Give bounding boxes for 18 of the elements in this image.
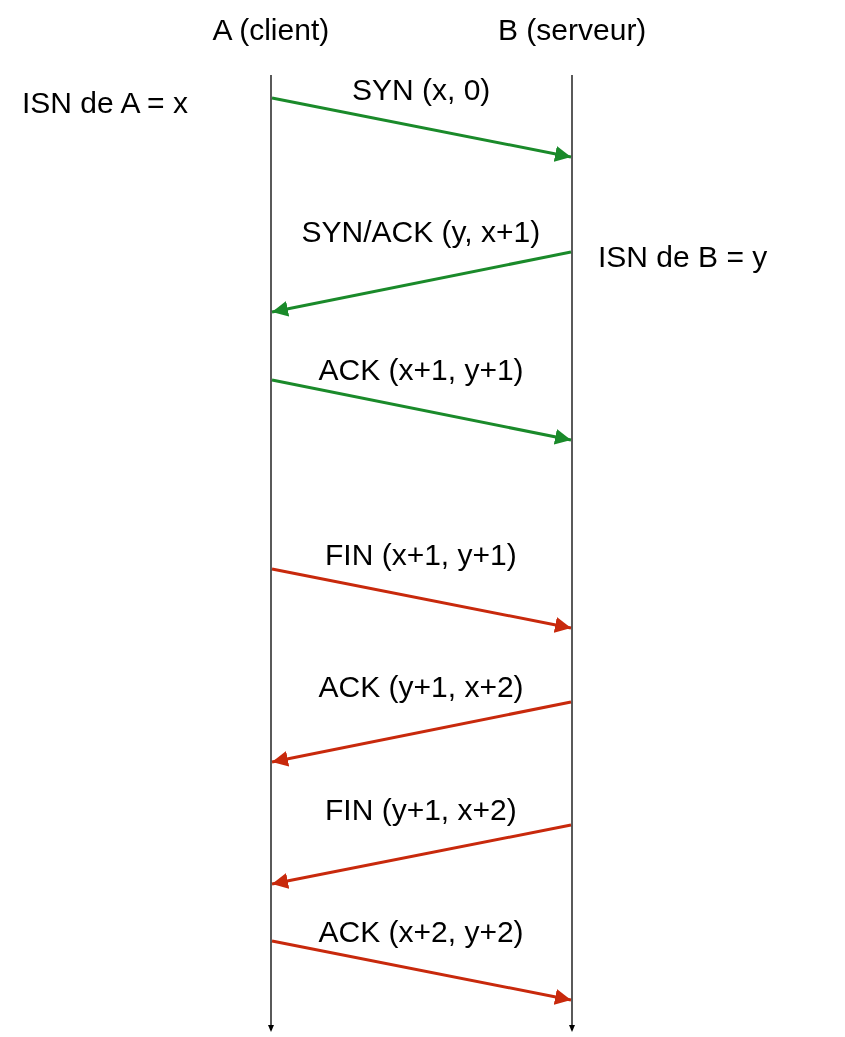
edge-label: ACK (y+1, x+2) (318, 670, 524, 704)
arrow (271, 939, 572, 1005)
edge-label: ACK (x+2, y+2) (318, 915, 524, 949)
edge-label: ACK (x+1, y+1) (318, 353, 524, 387)
arrow (271, 567, 572, 633)
arrow (271, 700, 572, 767)
edge-label: FIN (y+1, x+2) (325, 793, 517, 827)
edge-label: SYN/ACK (y, x+1) (301, 215, 541, 249)
arrow (271, 378, 572, 445)
edge-label: FIN (x+1, y+1) (325, 538, 517, 572)
note-text: ISN de A = x (22, 86, 188, 120)
arrow (271, 823, 572, 889)
arrow (271, 250, 572, 317)
arrow (271, 96, 572, 162)
participant-label: B (serveur) (498, 13, 647, 47)
participant-label: A (client) (212, 13, 330, 47)
note-text: ISN de B = y (598, 240, 768, 274)
edge-label: SYN (x, 0) (352, 73, 491, 107)
